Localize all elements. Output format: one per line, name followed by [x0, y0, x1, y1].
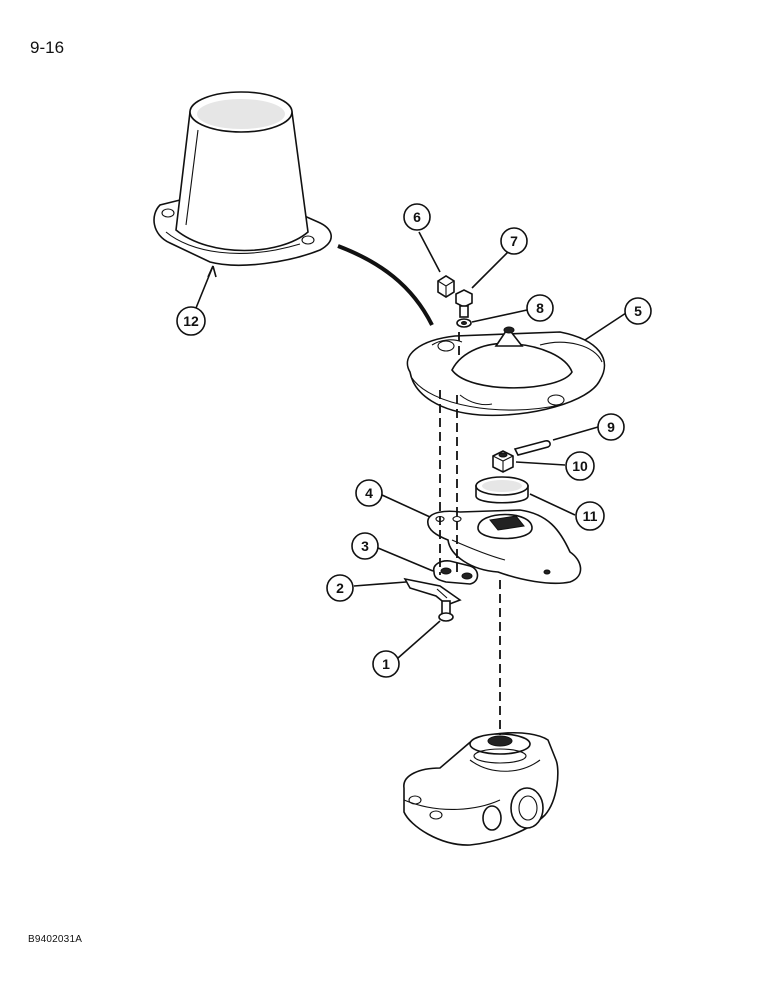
part-11-spacer — [475, 476, 529, 504]
page-number: 9-16 — [30, 38, 65, 57]
part-6-nut — [437, 275, 455, 298]
callout-3-label: 3 — [361, 538, 369, 554]
part-12-cover — [153, 91, 332, 267]
callout-4: 4 — [355, 479, 383, 507]
part-4-arm — [427, 509, 582, 585]
callout-2: 2 — [326, 574, 354, 602]
part-7-bolt — [455, 289, 473, 318]
callout-10-label: 10 — [572, 458, 588, 474]
part-5-hub-cap — [406, 326, 606, 417]
callout-7-label: 7 — [510, 233, 518, 249]
cover-leader-stroke — [337, 244, 434, 326]
callout-11: 11 — [575, 501, 605, 531]
callout-5-label: 5 — [634, 303, 642, 319]
callout-leaders — [195, 231, 627, 659]
gearbox-housing — [403, 731, 559, 846]
part-9-cotter-pin — [513, 440, 551, 456]
part-1-pin — [438, 600, 454, 622]
part-3-link — [432, 560, 479, 585]
figure-code: B9402031A — [28, 934, 83, 945]
callout-1-label: 1 — [382, 656, 390, 672]
callout-10: 10 — [565, 451, 595, 481]
callout-9-label: 9 — [607, 419, 615, 435]
callout-7: 7 — [500, 227, 528, 255]
callout-3: 3 — [351, 532, 379, 560]
callout-6: 6 — [403, 203, 431, 231]
callout-11-label: 11 — [583, 508, 598, 524]
callout-1: 1 — [372, 650, 400, 678]
callout-8: 8 — [526, 294, 554, 322]
part-10-castle-nut — [492, 450, 514, 473]
callout-9: 9 — [597, 413, 625, 441]
part-8-washer — [456, 318, 472, 328]
callout-12-label: 12 — [183, 313, 199, 329]
callout-6-label: 6 — [413, 209, 421, 225]
callout-2-label: 2 — [336, 580, 344, 596]
callout-5: 5 — [624, 297, 652, 325]
callout-4-label: 4 — [365, 485, 373, 501]
callout-12: 12 — [176, 306, 206, 336]
callout-8-label: 8 — [536, 300, 544, 316]
